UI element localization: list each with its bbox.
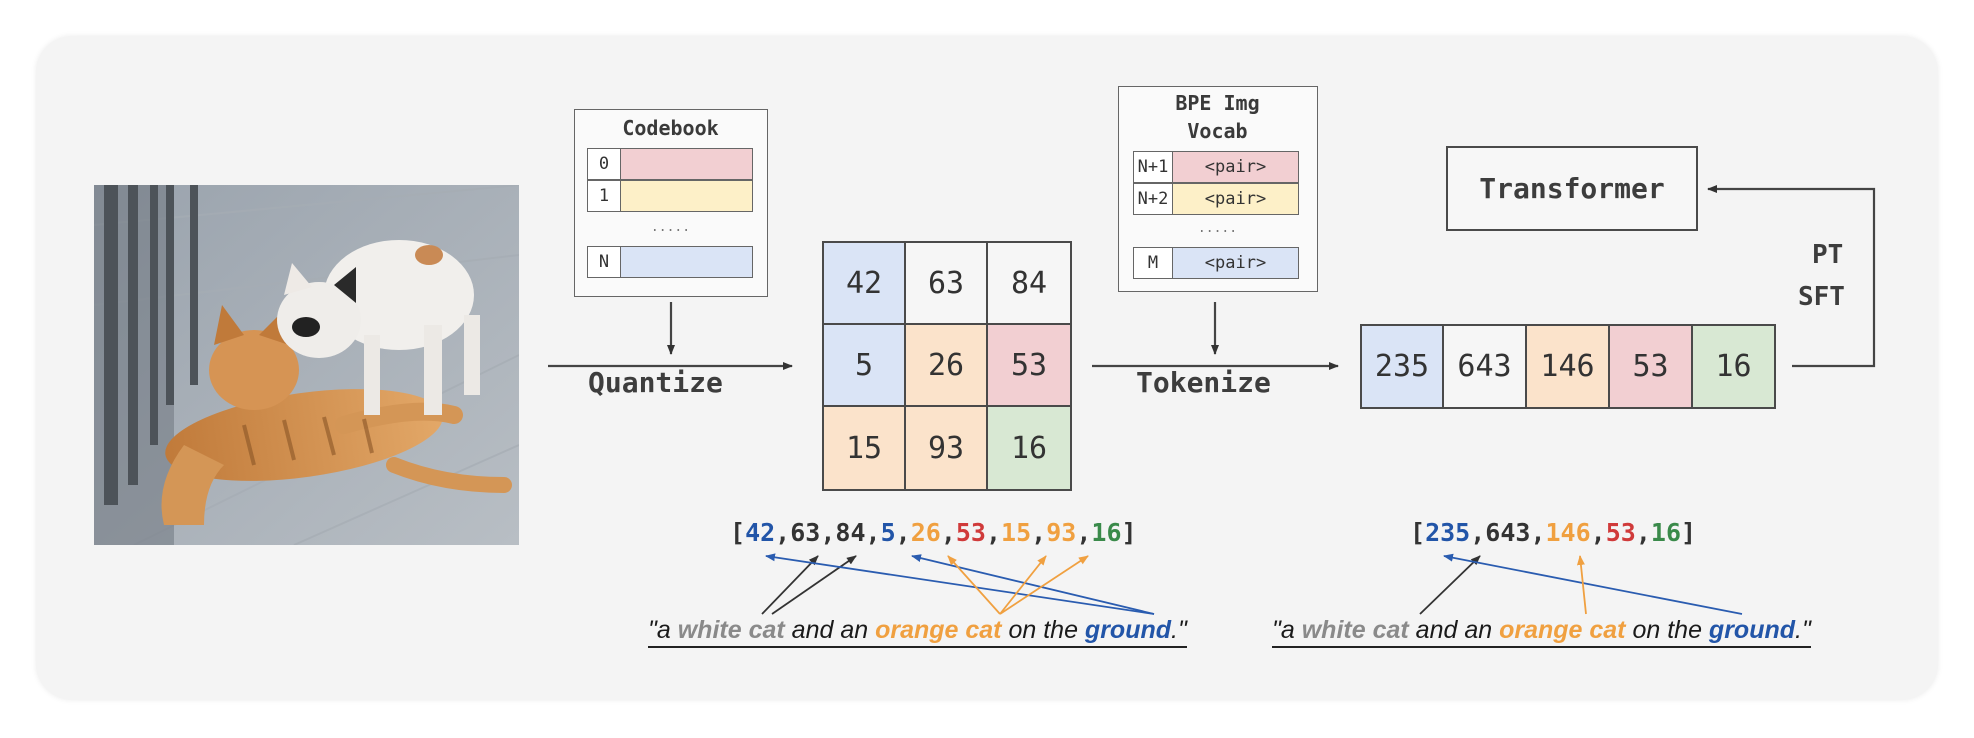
bracket-close: ] — [1681, 518, 1697, 547]
sequence-comma: , — [1076, 518, 1092, 547]
sequence-token: 5 — [880, 518, 896, 547]
grid-cell: 63 — [904, 241, 988, 325]
sequence-left-items: 42,63,84,5,26,53,15,93,16 — [745, 518, 1121, 547]
grid-cell: 93 — [904, 405, 988, 491]
caption-part: ground — [1084, 616, 1172, 644]
sequence-comma: , — [985, 518, 1002, 547]
codebook-row: 0 — [587, 148, 753, 180]
vocab-index: N+1 — [1133, 151, 1173, 183]
cat-photo — [94, 185, 519, 545]
codebook-row: 1 — [587, 180, 753, 212]
vocab-row: N+1 <pair> — [1133, 151, 1299, 183]
caption-part: white cat — [1301, 616, 1409, 644]
vocab-index: M — [1133, 247, 1173, 279]
sequence-comma: , — [895, 518, 911, 547]
caption-part: on the — [1001, 616, 1085, 644]
grid-cell: 15 — [822, 405, 906, 491]
grid-cell: 26 — [904, 323, 988, 407]
caption-part: and an — [1408, 616, 1500, 644]
sft-label: SFT — [1798, 282, 1845, 312]
vocab-value: <pair> — [1173, 183, 1299, 215]
sequence-right: [235,643,146,53,16] — [1410, 518, 1696, 547]
codebook-color — [621, 246, 753, 278]
vocab-value: <pair> — [1173, 151, 1299, 183]
sequence-token: 146 — [1545, 518, 1591, 547]
sequence-token: 26 — [910, 518, 941, 547]
codebook-color — [621, 148, 753, 180]
caption-part: orange cat — [1499, 616, 1626, 644]
caption-left: "a white cat and an orange cat on the gr… — [648, 616, 1187, 648]
grid-cell: 16 — [986, 405, 1072, 491]
sequence-comma: , — [865, 518, 881, 547]
vocab-index: N+2 — [1133, 183, 1173, 215]
quantize-label: Quantize — [588, 366, 723, 399]
sequence-comma: , — [1530, 518, 1546, 547]
grid-cell: 5 — [822, 323, 906, 407]
caption-part: orange cat — [875, 616, 1002, 644]
caption-part: and an — [784, 616, 876, 644]
vocab-panel: BPE Img Vocab N+1 <pair> N+2 <pair> ....… — [1118, 86, 1318, 292]
sequence-comma: , — [1590, 518, 1606, 547]
vocab-row: M <pair> — [1133, 247, 1299, 279]
sequence-comma: , — [940, 518, 956, 547]
grid-cell: 42 — [822, 241, 906, 325]
caption-part: white cat — [677, 616, 785, 644]
sequence-token: 643 — [1485, 518, 1531, 547]
sequence-token: 93 — [1046, 518, 1077, 547]
caption-part: ground — [1708, 616, 1796, 644]
codebook-panel: Codebook 0 1 ..... N — [574, 109, 768, 297]
grid-cell: 53 — [986, 323, 1072, 407]
sequence-left: [42,63,84,5,26,53,15,93,16] — [730, 518, 1137, 547]
sequence-token: 16 — [1650, 518, 1681, 547]
sequence-token: 53 — [955, 518, 986, 547]
sequence-comma: , — [775, 518, 791, 547]
codebook-index: N — [587, 246, 621, 278]
caption-part: ." — [1795, 616, 1811, 644]
sequence-token: 235 — [1425, 518, 1471, 547]
sequence-token: 16 — [1091, 518, 1122, 547]
caption-part: "a — [648, 616, 678, 644]
transformer-box: Transformer — [1446, 146, 1698, 231]
sequence-right-items: 235,643,146,53,16 — [1425, 518, 1681, 547]
vocab-title-line2: Vocab — [1187, 119, 1248, 143]
token-cell: 235 — [1360, 324, 1444, 409]
token-cell: 643 — [1442, 324, 1527, 409]
transformer-label: Transformer — [1479, 172, 1665, 205]
tokenize-label: Tokenize — [1136, 366, 1271, 399]
codebook-index: 0 — [587, 148, 621, 180]
sequence-token: 53 — [1605, 518, 1636, 547]
token-cell: 16 — [1691, 324, 1776, 409]
vocab-row: N+2 <pair> — [1133, 183, 1299, 215]
vocab-title-line1: BPE Img — [1175, 91, 1260, 115]
token-cell: 146 — [1525, 324, 1610, 409]
sequence-token: 42 — [745, 518, 776, 547]
sequence-token: 84 — [835, 518, 866, 547]
sequence-comma: , — [820, 518, 836, 547]
vocab-value: <pair> — [1173, 247, 1299, 279]
bracket-close: ] — [1121, 518, 1137, 547]
codebook-color — [621, 180, 753, 212]
sequence-token: 63 — [790, 518, 821, 547]
pt-label: PT — [1812, 240, 1844, 270]
grid-cell: 84 — [986, 241, 1072, 325]
sequence-token: 15 — [1001, 518, 1032, 547]
codebook-index: 1 — [587, 180, 621, 212]
token-cell: 53 — [1608, 324, 1693, 409]
codebook-ellipsis: ..... — [650, 220, 691, 235]
bracket-open: [ — [1410, 518, 1426, 547]
caption-right: "a white cat and an orange cat on the gr… — [1272, 616, 1811, 648]
codebook-title: Codebook — [622, 116, 719, 140]
sequence-comma: , — [1031, 518, 1047, 547]
codebook-row: N — [587, 246, 753, 278]
caption-part: "a — [1272, 616, 1302, 644]
sequence-comma: , — [1470, 518, 1486, 547]
sequence-comma: , — [1635, 518, 1651, 547]
bracket-open: [ — [730, 518, 746, 547]
vocab-ellipsis: ..... — [1197, 221, 1238, 236]
caption-part: on the — [1625, 616, 1709, 644]
caption-part: ." — [1171, 616, 1187, 644]
